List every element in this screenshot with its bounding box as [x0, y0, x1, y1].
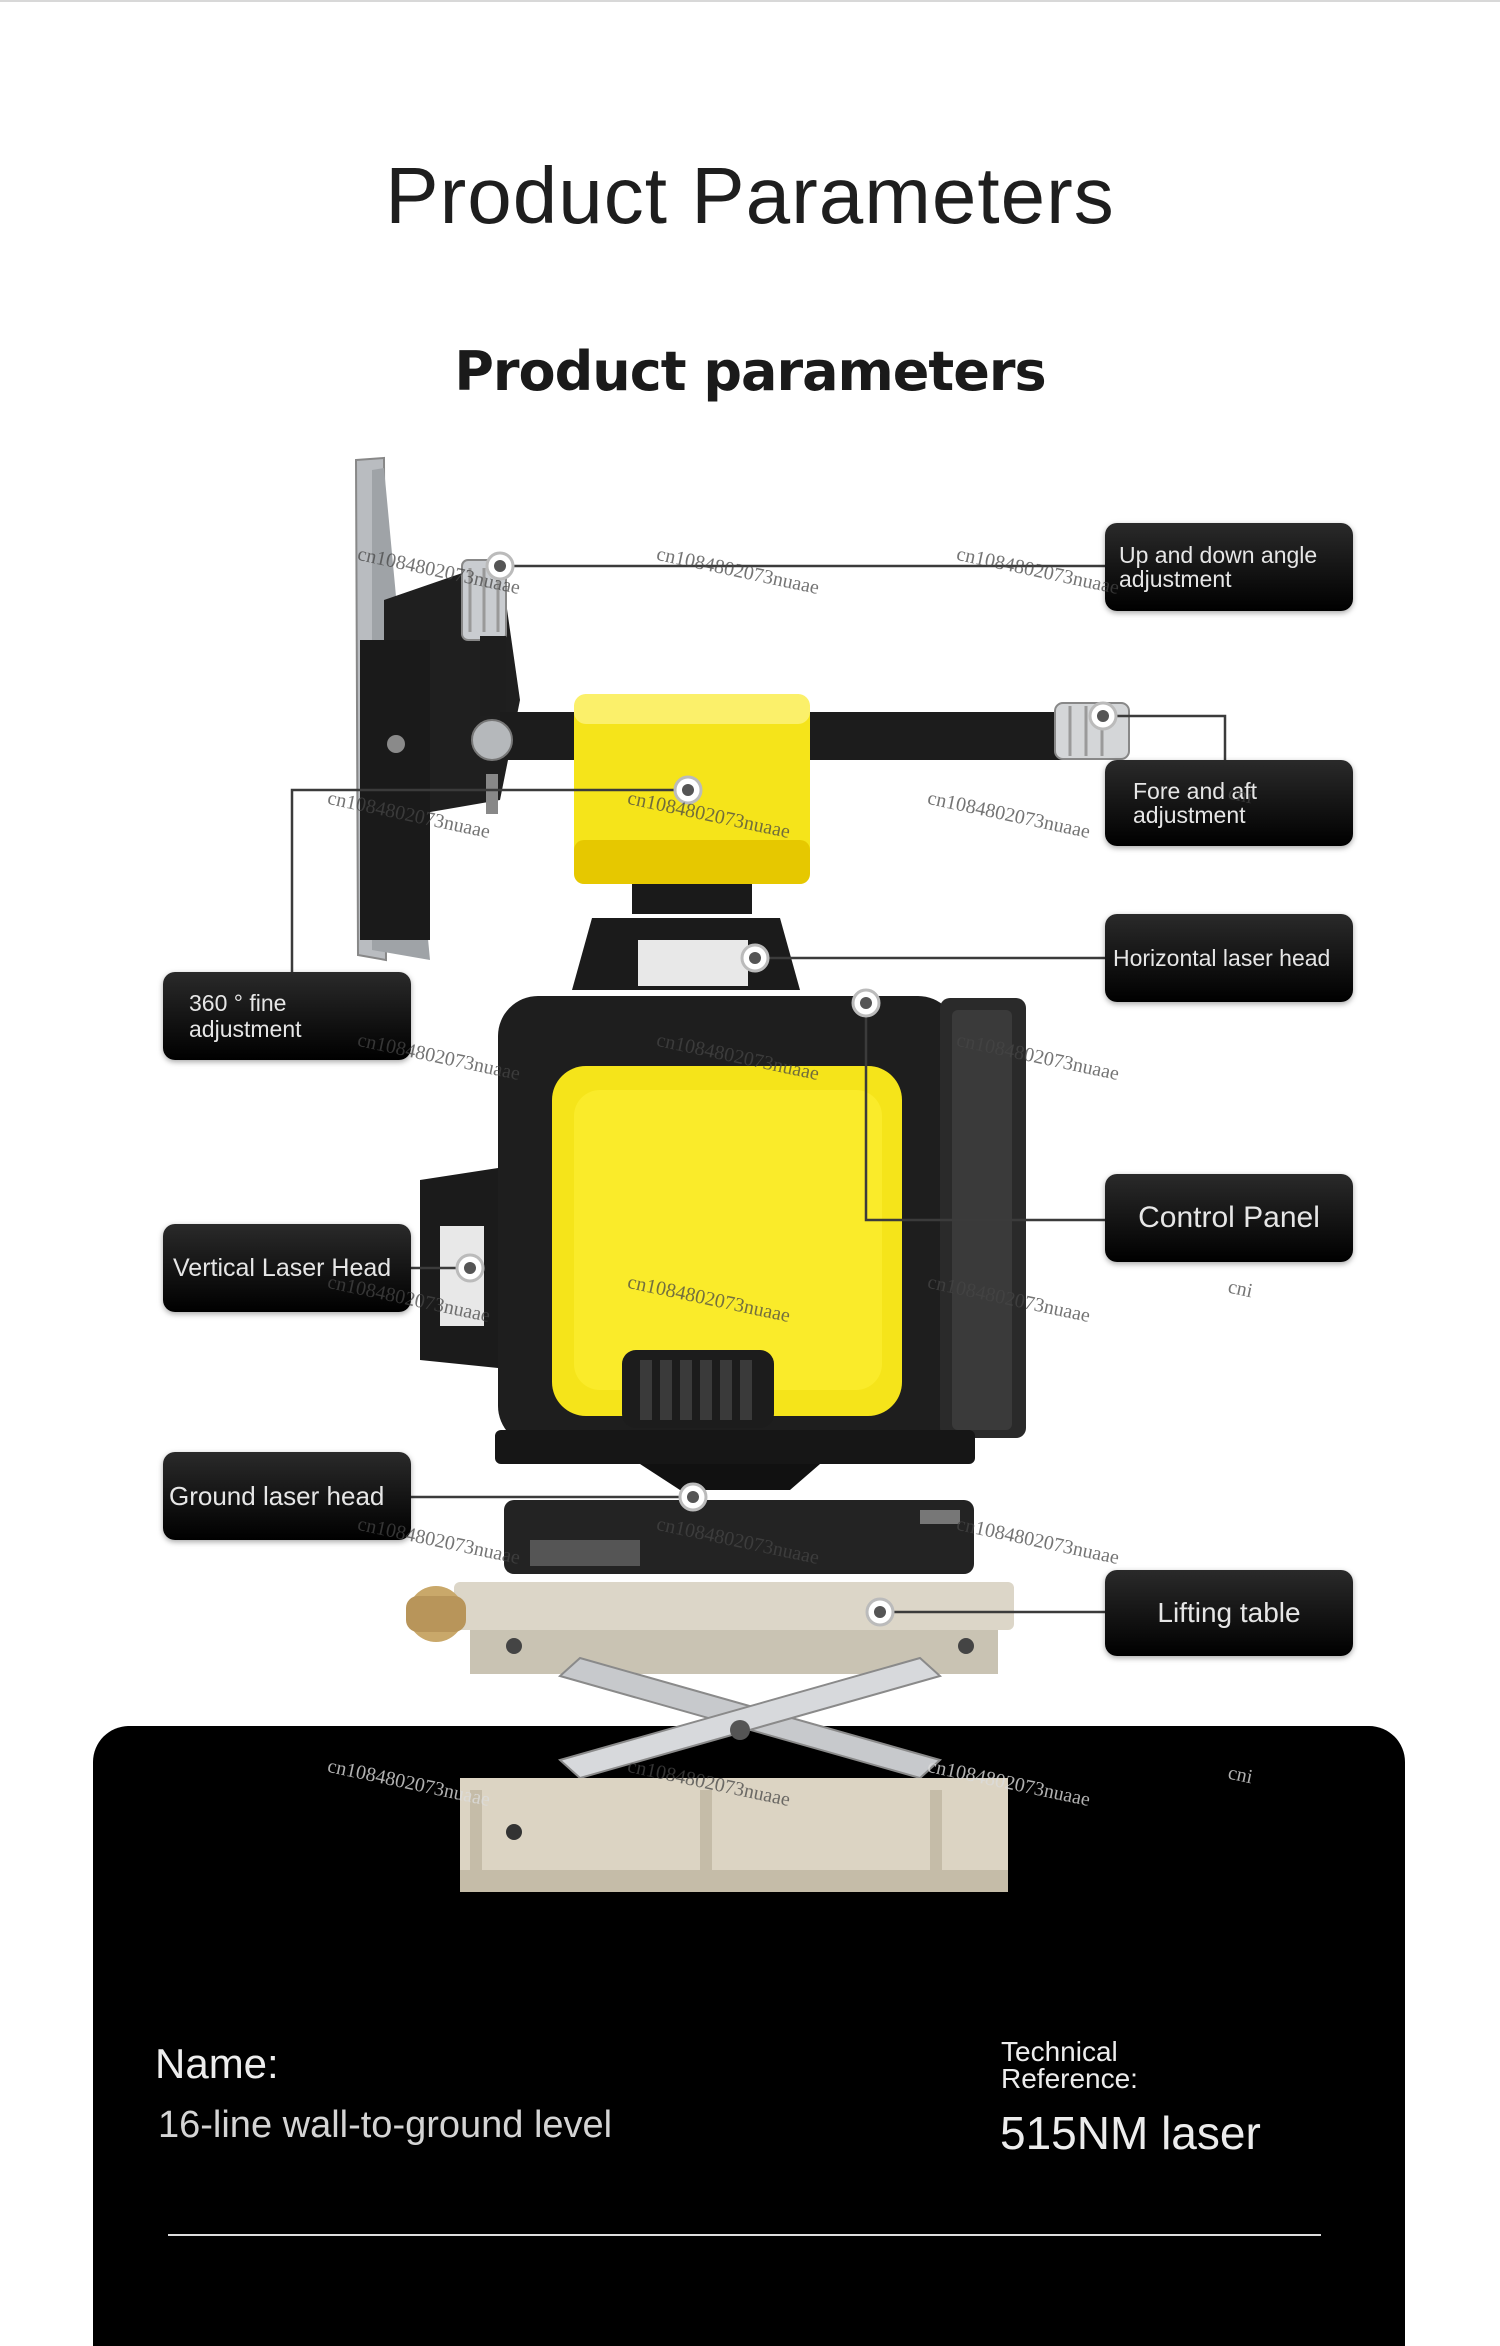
spec-name-value: 16-line wall-to-ground level [158, 2104, 613, 2146]
watermark: cni [1226, 1275, 1255, 1303]
spec-divider [168, 2234, 1321, 2236]
callout-fore-aft: Fore and aft adjustment [1105, 760, 1353, 846]
page-title: Product Parameters [385, 151, 1115, 240]
laser-body [420, 918, 1026, 1490]
section-title: Product parameters [454, 340, 1046, 403]
callout-lines [290, 564, 1227, 1614]
spec-tech-value: 515NM laser [1000, 2107, 1261, 2159]
lifting-table-graphic [406, 1582, 1014, 1892]
callout-horizontal-head: Horizontal laser head [1105, 914, 1353, 1002]
callout-ground-head: Ground laser head [163, 1452, 411, 1540]
spec-name-label: Name: [155, 2040, 279, 2087]
callout-lifting-table: Lifting table [1105, 1570, 1353, 1656]
callout-fine-adjust: 360 ° fine adjustment [163, 972, 411, 1060]
callout-control-panel: Control Panel [1105, 1174, 1353, 1262]
callout-vertical-head: Vertical Laser Head [163, 1224, 411, 1312]
top-knob [461, 559, 507, 716]
callout-dots [455, 551, 1118, 1627]
watermark: cni [1226, 781, 1255, 809]
spec-tech-label: Technical Reference: [1001, 2036, 1138, 2094]
callout-up-down-angle: Up and down angle adjustment [1105, 523, 1353, 611]
top-border [0, 0, 1500, 2]
watermark: cni [1226, 1761, 1255, 1789]
